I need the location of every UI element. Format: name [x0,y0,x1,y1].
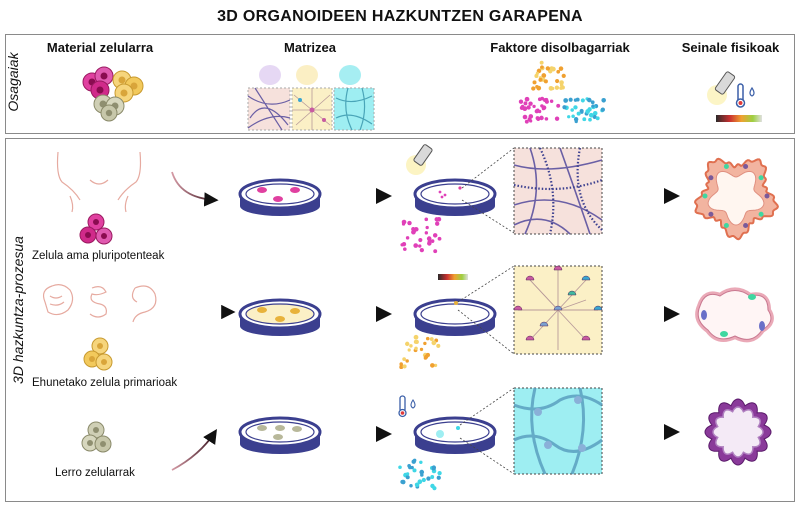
input-arrow-row1 [171,171,219,207]
row-label-cell-lines: Lerro zelularrak [55,467,135,479]
column-header-physical-signals: Seinale fisikoak [681,40,780,55]
petri-dish-treated-row1 [406,144,497,216]
soluble-factors-row3 [398,458,442,491]
soluble-factors-row1 [400,216,442,254]
cell-line-icon [81,421,112,453]
input-arrow-row3 [171,428,217,471]
organoid-row3 [704,398,772,466]
matrix-samples-icon [247,65,375,131]
body-torso-icon [56,151,142,213]
physical-signals-icon [707,71,762,122]
petri-dish-row2 [238,298,322,336]
matrix-zoom-row2 [513,265,603,355]
column-header-matrix: Matrizea [283,40,337,55]
zoom-lines [457,147,515,475]
soluble-factors-row2 [399,334,441,370]
cell-cluster-icon [82,66,144,122]
pluripotent-cells-icon [79,213,113,245]
organoid-row1 [694,157,779,241]
soluble-factors-icon [518,60,606,124]
column-header-cellular-material: Material zelularra [46,40,154,55]
row-label-primary: Ehunetako zelula primarioak [32,377,178,389]
primary-cells-icon [83,337,113,371]
row-label-pluripotent: Zelula ama pluripotenteak [32,250,165,262]
petri-dish-treated-row2 [413,274,497,336]
petri-dish-row1 [238,178,322,216]
diagram-title: 3D ORGANOIDEEN HAZKUNTZEN GARAPENA [217,8,583,25]
matrix-zoom-row3 [513,387,603,475]
organ-outlines-icon [42,284,157,323]
organoid-row2 [695,287,774,343]
matrix-zoom-row1 [513,147,603,235]
petri-dish-row3 [238,416,322,454]
process-panel [5,138,795,502]
petri-dish-treated-row3 [398,395,497,454]
column-header-soluble-factors: Faktore disolbagarriak [490,40,630,55]
components-panel [5,34,795,134]
